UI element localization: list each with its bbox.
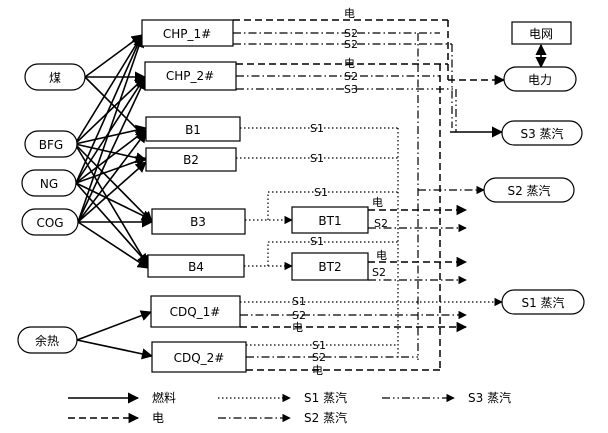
- legend-fuel-label: 燃料: [152, 390, 176, 405]
- svg-text:CDQ_1#: CDQ_1#: [170, 305, 221, 319]
- svg-text:BT2: BT2: [318, 260, 341, 274]
- flow-label-elec: 电: [344, 57, 355, 70]
- flow-label-s1: S1: [312, 339, 326, 352]
- flow-label-s2: S2: [344, 38, 358, 51]
- svg-text:BT1: BT1: [318, 214, 341, 228]
- ng-node: NG: [21, 169, 77, 197]
- flow-label-s2: S2: [312, 351, 326, 364]
- svg-text:S3 蒸汽: S3 蒸汽: [520, 126, 563, 141]
- s3-steam-node: S3 蒸汽: [501, 120, 583, 146]
- b3-box: B3: [151, 208, 246, 235]
- cdq-outputs: [240, 64, 503, 371]
- svg-text:S1 蒸汽: S1 蒸汽: [521, 295, 564, 310]
- flow-label-s3: S3: [344, 83, 358, 96]
- svg-text:B4: B4: [188, 260, 204, 274]
- flow-label-s1: S1: [310, 122, 324, 135]
- legend-elec-label: 电: [152, 411, 164, 425]
- flow-label-s2: S2: [344, 27, 358, 40]
- chp-outputs: [233, 19, 506, 360]
- svg-text:NG: NG: [40, 177, 58, 191]
- boiler-outputs: [236, 127, 485, 360]
- chp2-box: CHP_2#: [144, 61, 237, 91]
- flow-label-elec: 电: [372, 196, 383, 209]
- flow-label-s2: S2: [374, 217, 388, 230]
- source-nodes: 煤 BFG NG COG 余热: [17, 63, 86, 354]
- flow-label-s2: S2: [292, 309, 306, 322]
- svg-text:CDQ_2#: CDQ_2#: [174, 351, 225, 365]
- legend-s3-label: S3 蒸汽: [468, 390, 511, 405]
- bt1-box: BT1: [291, 206, 369, 234]
- legend: 燃料 S1 蒸汽 S3 蒸汽 电 S2 蒸汽: [68, 390, 511, 425]
- cog-node: COG: [21, 208, 79, 236]
- flow-labels: 电 S2 S2 电 S2 S3 S1 S1 S1 电 S2 S1 电 S2 S1…: [292, 7, 388, 377]
- power-node: 电力: [503, 66, 577, 92]
- b1-box: B1: [145, 116, 241, 142]
- flow-label-s1: S1: [310, 152, 324, 165]
- flow-label-elec: 电: [344, 7, 355, 20]
- b4-box: B4: [147, 254, 245, 278]
- svg-text:余热: 余热: [35, 333, 59, 348]
- b2-box: B2: [145, 147, 237, 172]
- s1-steam-node: S1 蒸汽: [501, 289, 585, 315]
- flow-label-s1: S1: [310, 235, 324, 248]
- cdq2-box: CDQ_2#: [151, 341, 247, 373]
- chp1-box: CHP_1#: [141, 19, 234, 47]
- legend-s1-label: S1 蒸汽: [304, 390, 347, 405]
- svg-text:煤: 煤: [49, 71, 61, 85]
- unit-boxes: CHP_1# CHP_2# B1 B2 B3 B4 BT1 BT2: [141, 19, 369, 373]
- flow-label-s1: S1: [314, 186, 328, 199]
- svg-text:电网: 电网: [529, 27, 553, 41]
- svg-text:电力: 电力: [528, 73, 552, 87]
- legend-s2-label: S2 蒸汽: [304, 410, 347, 425]
- svg-text:S2 蒸汽: S2 蒸汽: [507, 183, 550, 198]
- s2-steam-node: S2 蒸汽: [483, 177, 575, 203]
- svg-text:COG: COG: [36, 216, 63, 230]
- flow-label-elec: 电: [292, 321, 303, 334]
- svg-text:B1: B1: [185, 123, 201, 137]
- svg-text:B2: B2: [183, 153, 199, 167]
- flow-label-s2: S2: [344, 70, 358, 83]
- flow-label-elec: 电: [312, 364, 323, 377]
- bt2-box: BT2: [291, 252, 369, 281]
- svg-text:BFG: BFG: [39, 138, 63, 152]
- output-nodes: 电网 电力 S3 蒸汽 S2 蒸汽 S1 蒸汽: [483, 21, 585, 315]
- fuel-links: [74, 33, 154, 360]
- cdq1-box: CDQ_1#: [150, 295, 241, 328]
- coal-node: 煤: [24, 63, 86, 91]
- svg-text:B3: B3: [190, 215, 206, 229]
- bfg-node: BFG: [24, 130, 78, 158]
- grid-box: 电网: [511, 21, 572, 45]
- waste-heat-node: 余热: [17, 326, 78, 354]
- flow-label-s1: S1: [292, 295, 306, 308]
- svg-text:CHP_1#: CHP_1#: [163, 27, 211, 41]
- flow-label-s2: S2: [372, 266, 386, 279]
- svg-text:CHP_2#: CHP_2#: [166, 69, 214, 83]
- flow-label-elec: 电: [376, 249, 387, 262]
